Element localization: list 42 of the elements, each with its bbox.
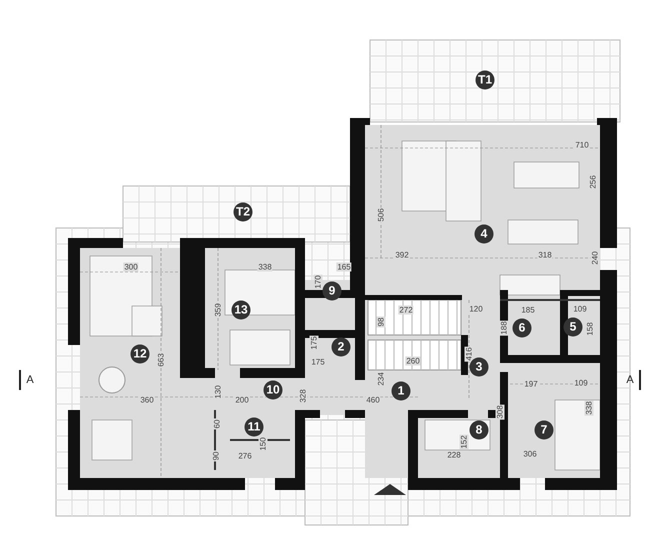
- dimension-label: 318: [537, 250, 553, 260]
- dimension-label: 260: [405, 356, 421, 366]
- section-label: A: [26, 374, 34, 386]
- dimension-label: 460: [365, 396, 381, 404]
- dimension-label: 416: [464, 346, 474, 362]
- dimension-label: 234: [376, 371, 386, 387]
- dimension-label: 158: [586, 321, 594, 337]
- dimension-label: 272: [398, 306, 414, 314]
- dimension-label: 165: [336, 262, 352, 272]
- dimension-label: 150: [258, 436, 268, 452]
- dimension-label: 710: [574, 140, 590, 150]
- dimension-label: 200: [234, 396, 250, 404]
- dimension-label: 175: [310, 358, 326, 366]
- dimension-label: 308: [496, 404, 504, 420]
- dimension-label: 60: [212, 418, 222, 430]
- dimension-label: 109: [572, 304, 588, 314]
- dimension-label: 338: [257, 262, 273, 272]
- dimension-label: 175: [310, 335, 318, 351]
- dimension-label: 185: [520, 306, 536, 314]
- dimension-label: 130: [214, 384, 222, 400]
- dimension-label: 152: [460, 434, 468, 450]
- dimension-label: 90: [212, 450, 220, 462]
- dimension-label: 663: [156, 352, 166, 368]
- dimension-label: 360: [139, 396, 155, 404]
- dimension-label: 120: [468, 304, 484, 314]
- dimension-label: 98: [376, 316, 386, 328]
- dimension-label: 328: [298, 388, 308, 404]
- dimension-label: 359: [214, 302, 222, 318]
- dimension-label: 228: [446, 450, 462, 460]
- dimension-label: 392: [394, 250, 410, 260]
- dimension-label: 188: [500, 320, 508, 336]
- dimension-label: 338: [584, 400, 594, 416]
- dimension-label: 276: [237, 452, 253, 460]
- dimension-label: 240: [590, 250, 600, 266]
- dimension-label: 109: [573, 378, 589, 388]
- dimension-label: 170: [314, 274, 322, 290]
- dimension-label: 256: [588, 174, 598, 190]
- dimension-label: 197: [523, 380, 539, 388]
- dimension-label: 300: [123, 262, 139, 272]
- dimension-label: 306: [522, 450, 538, 458]
- section-label: A: [626, 374, 634, 386]
- dimension-label: 506: [376, 207, 386, 223]
